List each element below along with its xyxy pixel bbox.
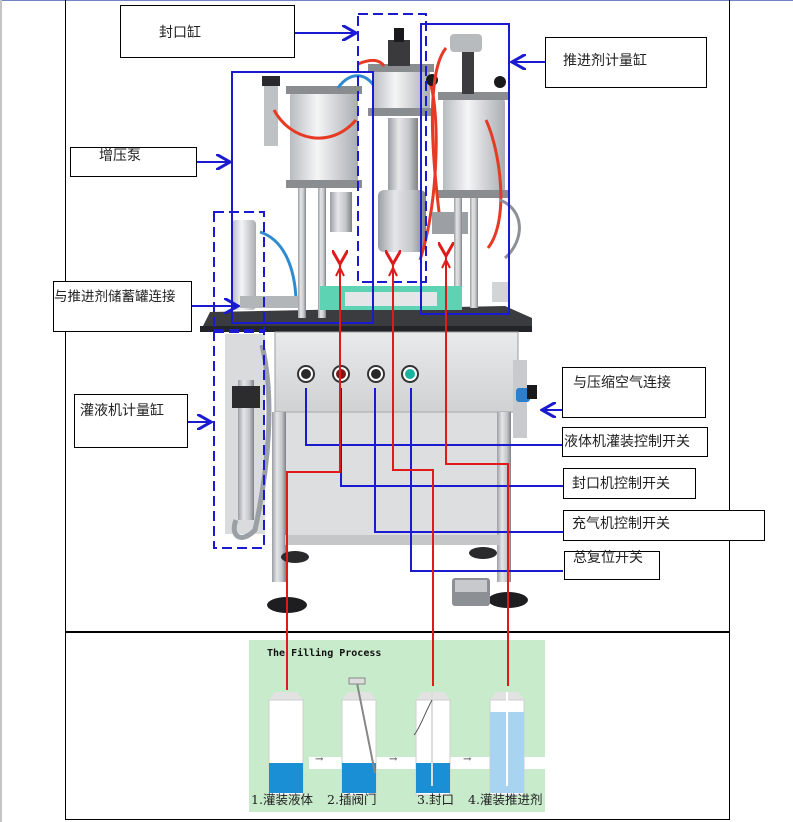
left-margin-line — [0, 0, 2, 822]
step-1: 1.灌装液体 — [251, 792, 313, 807]
step-3: 3.封口 — [417, 792, 454, 807]
filling-process-panel: The Filling Process — [249, 640, 545, 812]
control-cabinet — [272, 331, 519, 582]
process-arrow-1: → — [315, 754, 324, 765]
can-holder-block — [320, 286, 462, 310]
lower-cell-frame — [65, 631, 730, 820]
can-step1 — [268, 692, 304, 796]
label-sealing-switch: 封口机控制开关 — [563, 468, 696, 499]
process-arrow-2: → — [389, 754, 398, 765]
propellant-reservoir-valve — [232, 220, 300, 310]
can-step2 — [341, 677, 377, 796]
filling-process-title: The Filling Process — [267, 648, 382, 659]
line-master-reset-switch — [410, 388, 563, 572]
can-step3 — [413, 692, 451, 796]
label-liquid-filling-switch: 液体机灌装控制开关 — [562, 427, 708, 457]
air-filter-regulator — [513, 360, 537, 438]
process-line-step3 — [393, 262, 434, 675]
liquid-metering-cylinder-body — [225, 334, 272, 540]
label-sealing-cylinder: 封口缸 — [120, 5, 295, 58]
step-2: 2.插阀门 — [327, 792, 377, 807]
propellant-tank-connection-outline — [213, 211, 265, 333]
booster-pump-body — [262, 74, 382, 318]
line-liquid-filling-switch — [305, 388, 563, 446]
process-line-step1 — [286, 262, 340, 683]
sealing-cylinder-body — [357, 28, 438, 261]
label-propellant-tank-connection: 与推进剂储蓄罐连接 — [53, 281, 192, 332]
step-4: 4.灌装推进剂 — [468, 792, 543, 807]
liquid-metering-outline — [213, 329, 265, 549]
foot-pedal — [452, 578, 490, 606]
process-line-step4 — [446, 254, 509, 675]
sealing-cylinder-outline — [357, 13, 427, 283]
label-master-reset-switch: 总复位开关 — [564, 551, 660, 580]
label-liquid-metering-cylinder: 灌液机计量缸 — [74, 394, 188, 448]
label-compressed-air-connection: 与压缩空气连接 — [562, 367, 706, 418]
switch-row — [297, 365, 419, 383]
can-step4 — [489, 692, 525, 796]
process-cans — [268, 677, 545, 796]
label-gas-filling-switch: 充气机控制开关 — [563, 510, 765, 541]
line-gas-filling-switch — [374, 388, 563, 533]
label-propellant-metering-cylinder: 推进剂计量缸 — [545, 37, 707, 88]
top-border-line — [0, 0, 793, 1]
propellant-metering-cylinder-body — [426, 34, 521, 308]
booster-pump-outline — [231, 71, 374, 324]
process-arrow-3: → — [463, 754, 472, 765]
label-booster-pump: 增压泵 — [70, 147, 197, 177]
propellant-metering-outline — [420, 23, 510, 315]
table-top — [200, 306, 532, 332]
